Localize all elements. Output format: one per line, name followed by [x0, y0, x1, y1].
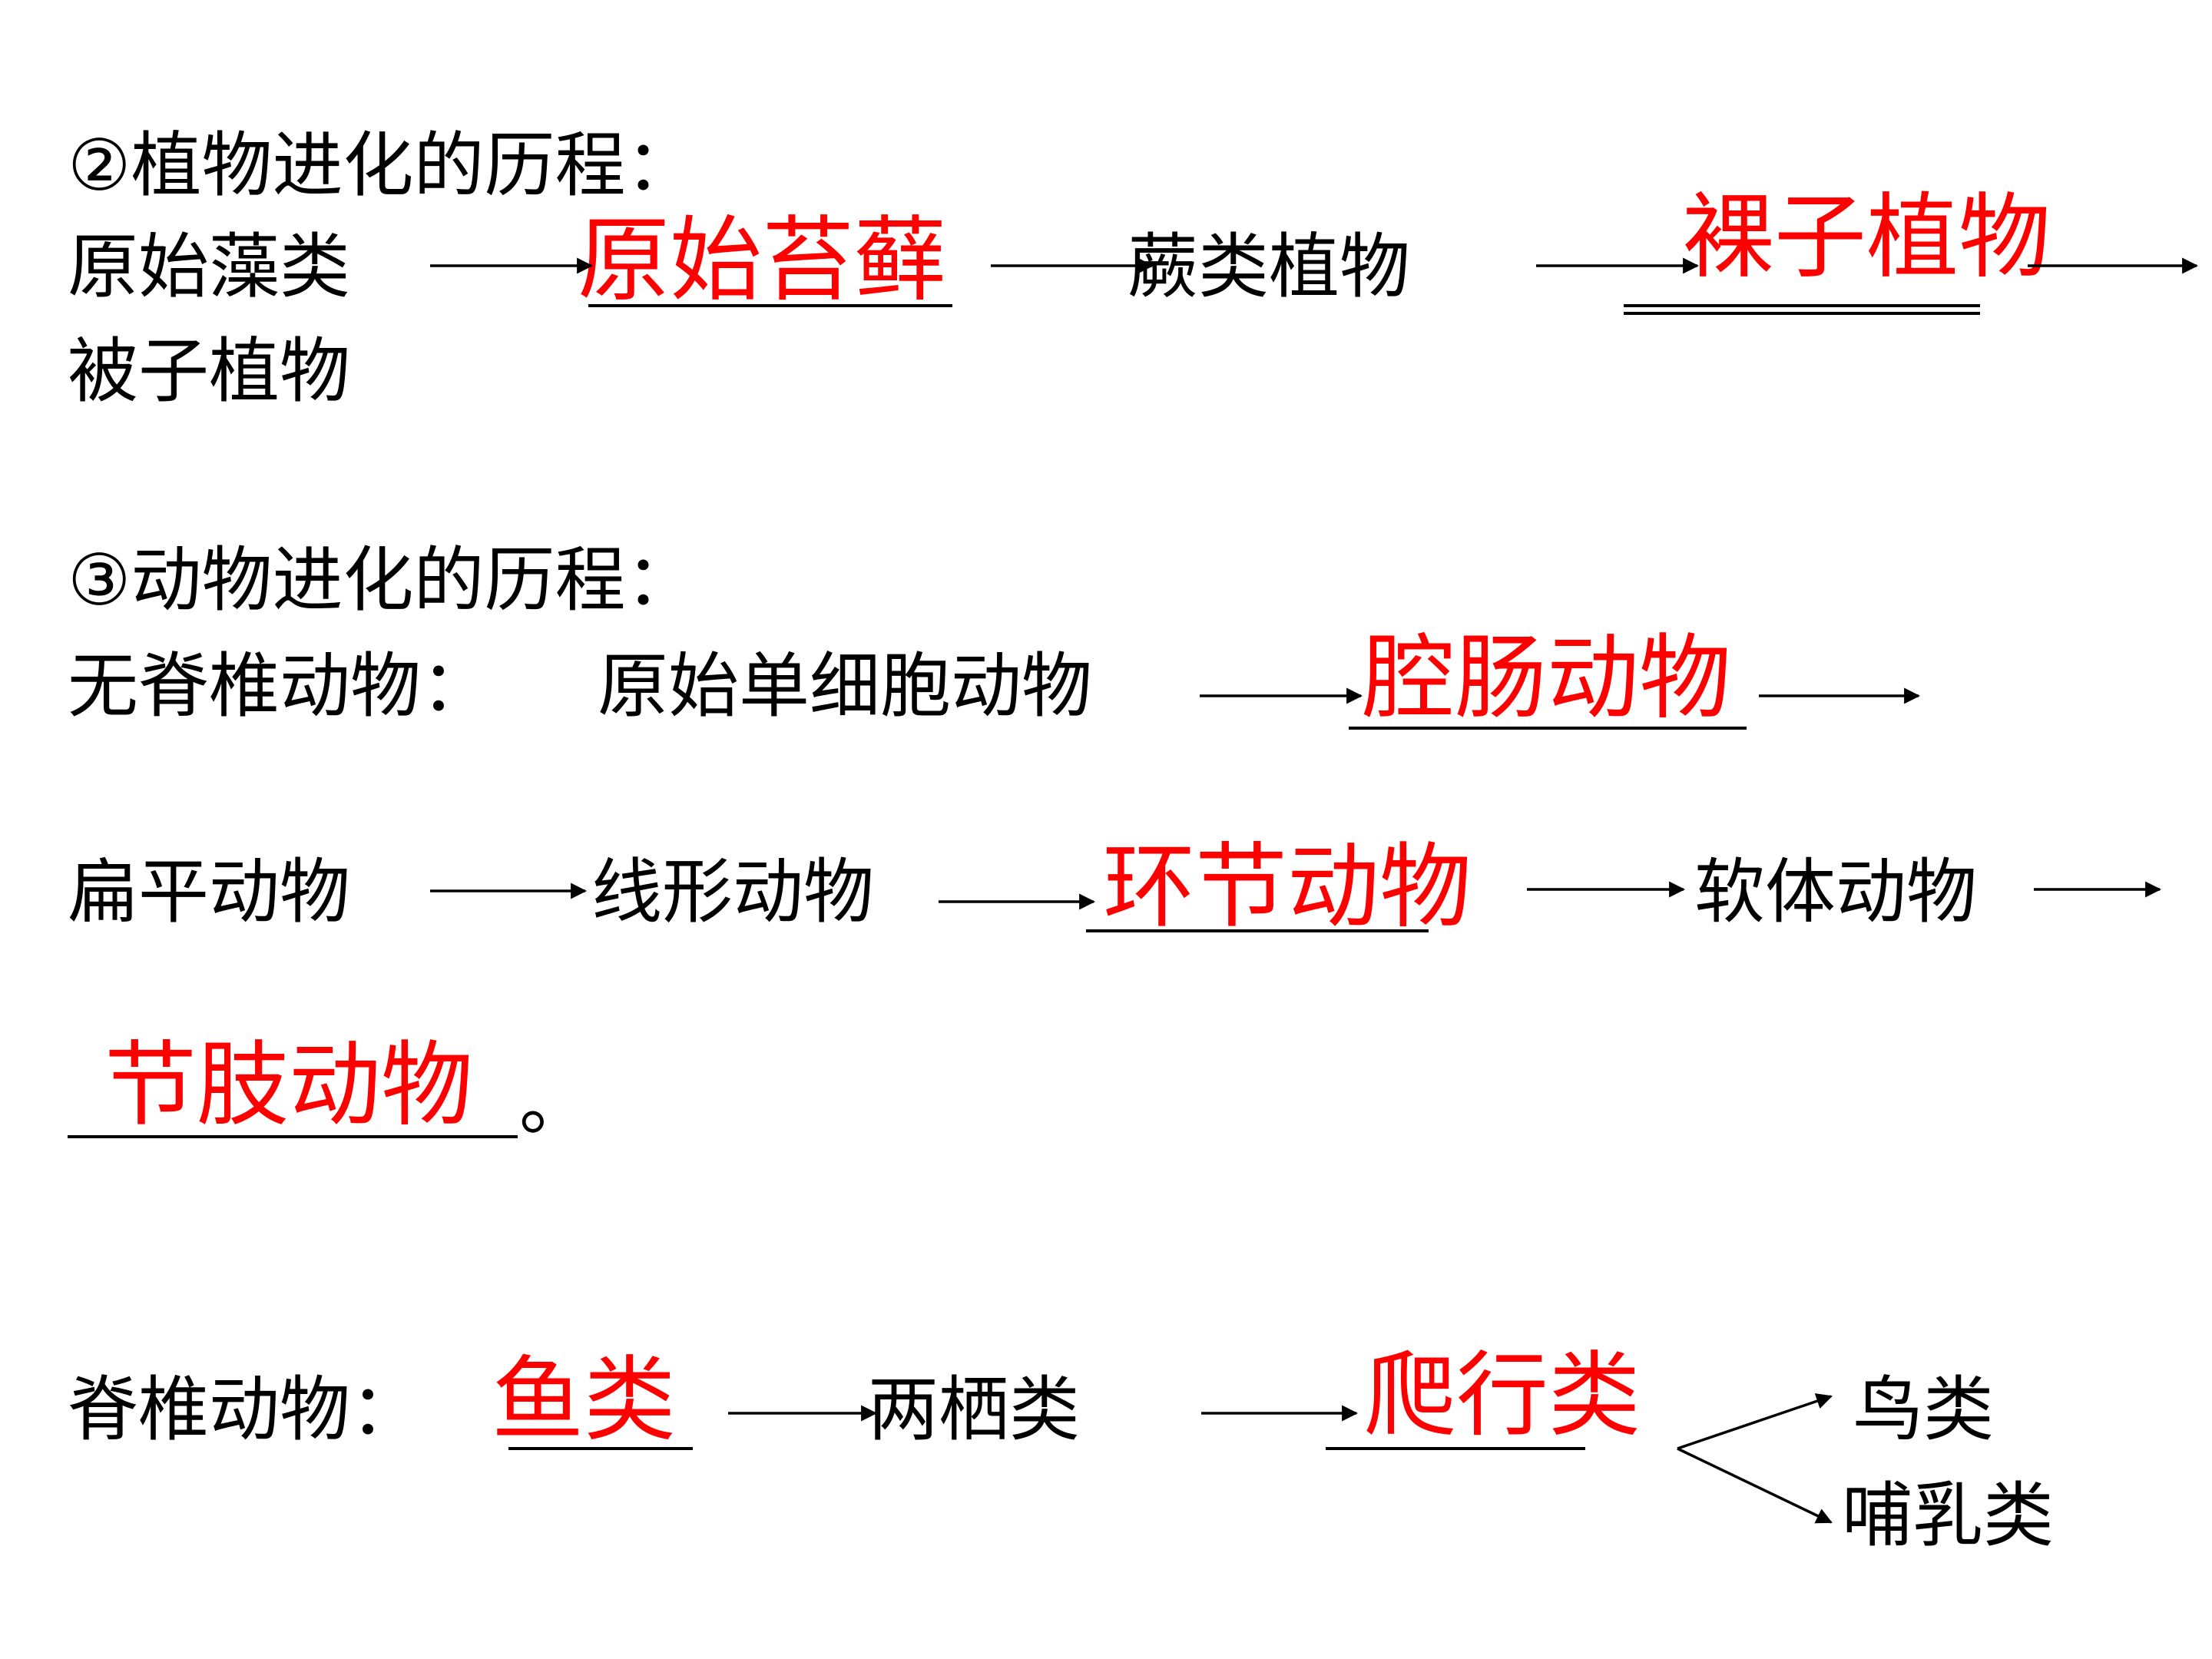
plant-answer-gymnosperm-underline-1 — [1624, 304, 1980, 307]
arrow-reptile-to-bird — [1677, 1393, 1833, 1450]
invertebrate-label: 无脊椎动物： — [68, 645, 492, 727]
vertebrate-answer-fish: 鱼类 — [492, 1347, 676, 1454]
plant-stage-angiosperm: 被子植物 — [68, 330, 351, 412]
vertebrate-answer-fish-underline — [508, 1447, 693, 1450]
plant-stage-algae: 原始藻类 — [68, 226, 351, 308]
plant-answer-moss: 原始苔藓 — [578, 207, 946, 314]
plant-answer-gymnosperm-underline-2 — [1624, 312, 1980, 315]
vertebrate-answer-reptile-underline — [1326, 1447, 1585, 1450]
vertebrate-label: 脊椎动物： — [68, 1369, 422, 1451]
animal-heading: ③动物进化的历程： — [68, 539, 697, 621]
plant-answer-gymnosperm: 裸子植物 — [1682, 184, 2051, 291]
invertebrate-answer-annelid: 环节动物 — [1103, 834, 1472, 941]
invertebrate-stage-mollusk: 软体动物 — [1694, 851, 1978, 933]
invertebrate-stage-protozoa: 原始单细胞动物 — [598, 645, 1093, 727]
invertebrate-answer-coelenterate: 腔肠动物 — [1363, 625, 1731, 732]
invertebrate-answer-annelid-underline — [1086, 929, 1429, 932]
vertebrate-stage-mammal: 哺乳类 — [1842, 1475, 2055, 1557]
invertebrate-stage-flatworm: 扁平动物 — [68, 851, 351, 933]
vertebrate-answer-reptile: 爬行类 — [1364, 1343, 1641, 1449]
plant-heading: ②植物进化的历程： — [68, 124, 697, 207]
invertebrate-answer-arthropod-underline — [68, 1135, 518, 1138]
invertebrate-answer-arthropod: 节肢动物 — [104, 1032, 473, 1139]
arthropod-period: 。 — [519, 1063, 591, 1145]
vertebrate-stage-amphibian: 两栖类 — [868, 1369, 1081, 1451]
arrow-reptile-to-mammal — [1677, 1447, 1833, 1524]
vertebrate-stage-bird: 鸟类 — [1853, 1369, 1995, 1451]
invertebrate-answer-coelenterate-underline — [1349, 727, 1747, 730]
invertebrate-stage-roundworm: 线形动物 — [591, 851, 875, 933]
plant-answer-moss-underline — [588, 304, 952, 307]
plant-stage-fern: 蕨类植物 — [1128, 226, 1411, 308]
